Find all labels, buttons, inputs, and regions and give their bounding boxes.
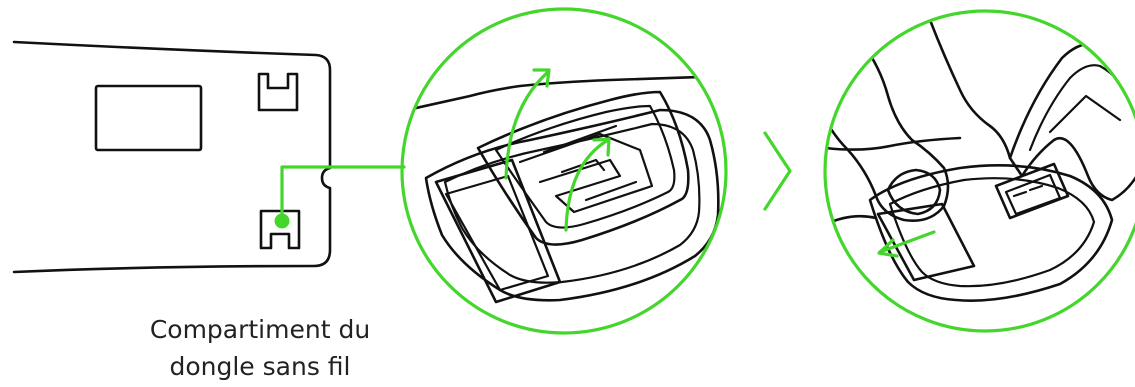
caption-line-2: dongle sans fil — [110, 349, 410, 385]
chevron-right-icon — [765, 133, 790, 209]
zoom-step-open-cover — [398, 9, 730, 333]
keyboard-underside-panel — [14, 42, 330, 272]
dongle-slot-marker — [275, 214, 290, 229]
slot-top-outline — [259, 74, 297, 110]
lift-arrow-inner — [566, 140, 608, 230]
zoom-step-remove-dongle — [818, 11, 1135, 331]
hand-fingers — [818, 40, 948, 221]
callout-connector — [275, 167, 405, 229]
caption-line-1: Compartiment du — [110, 312, 410, 348]
label-plate — [96, 86, 201, 150]
